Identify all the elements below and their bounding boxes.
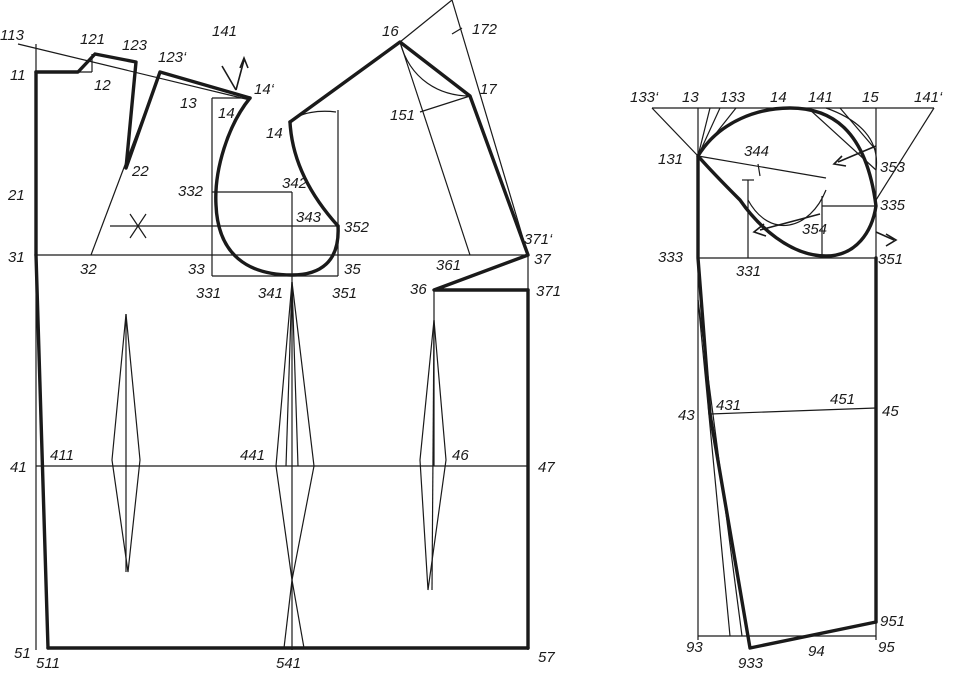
label-32: 32 [80, 261, 97, 278]
label-371: 371 [536, 283, 561, 300]
label-14-front: 14 [218, 105, 235, 122]
label-343: 343 [296, 209, 322, 226]
label-411: 411 [50, 447, 74, 464]
label-151: 151 [390, 107, 415, 124]
label-12: 12 [94, 77, 111, 94]
label-344: 344 [744, 143, 769, 160]
label-333: 333 [658, 249, 684, 266]
label-351-sleeve: 351 [878, 251, 903, 268]
label-35: 35 [344, 261, 361, 278]
label-16: 16 [382, 23, 399, 40]
label-352: 352 [344, 219, 370, 236]
label-43: 43 [678, 407, 695, 424]
label-172: 172 [472, 21, 498, 38]
label-51: 51 [14, 645, 31, 662]
label-342: 342 [282, 175, 308, 192]
label-13: 13 [180, 95, 197, 112]
label-21: 21 [7, 187, 25, 204]
sleeve-outline [696, 106, 898, 650]
label-57: 57 [538, 649, 555, 666]
label-123-prime: 123‘ [158, 49, 187, 66]
label-94: 94 [808, 643, 825, 660]
label-431: 431 [716, 397, 741, 414]
label-141-sleeve: 141 [808, 89, 833, 106]
label-335: 335 [880, 197, 906, 214]
label-133: 133 [720, 89, 746, 106]
bodice-darts [111, 281, 447, 649]
label-36: 36 [410, 281, 427, 298]
label-331-sleeve: 331 [736, 263, 761, 280]
label-141: 141 [212, 23, 237, 40]
label-14-prime: 14‘ [254, 81, 275, 98]
label-22: 22 [131, 163, 149, 180]
label-451: 451 [830, 391, 855, 408]
label-933: 933 [738, 655, 764, 672]
label-351: 351 [332, 285, 357, 302]
label-113: 113 [0, 27, 25, 44]
label-13-sleeve: 13 [682, 89, 699, 106]
label-341: 341 [258, 285, 283, 302]
label-31: 31 [8, 249, 25, 266]
label-354: 354 [802, 221, 827, 238]
sleeve-draft: 133‘ 13 133 14 141 15 141‘ 131 344 353 3… [630, 89, 943, 672]
label-133-prime: 133‘ [630, 89, 659, 106]
label-45: 45 [882, 403, 899, 420]
label-33: 33 [188, 261, 205, 278]
label-93: 93 [686, 639, 703, 656]
label-131: 131 [658, 151, 683, 168]
label-15: 15 [862, 89, 879, 106]
label-441: 441 [240, 447, 265, 464]
label-361: 361 [436, 257, 461, 274]
label-37: 37 [534, 251, 551, 268]
label-47: 47 [538, 459, 555, 476]
bodice-outline [34, 40, 530, 650]
label-46: 46 [452, 447, 469, 464]
label-141-prime: 141‘ [914, 89, 943, 106]
label-371-prime: 371‘ [524, 231, 553, 248]
bodice-labels: 113 121 123 123‘ 141 16 172 11 12 14‘ 17… [0, 21, 561, 672]
label-14-back: 14 [266, 125, 283, 142]
label-123: 123 [122, 37, 148, 54]
label-14-sleeve: 14 [770, 89, 787, 106]
sleeve-labels: 133‘ 13 133 14 141 15 141‘ 131 344 353 3… [630, 89, 943, 672]
label-17: 17 [480, 81, 497, 98]
sleeve-construction-lines [651, 107, 935, 640]
label-41: 41 [10, 459, 27, 476]
bodice-draft: 113 121 123 123‘ 141 16 172 11 12 14‘ 17… [0, 0, 561, 672]
label-11: 11 [10, 67, 26, 84]
label-353: 353 [880, 159, 906, 176]
label-332: 332 [178, 183, 204, 200]
label-331: 331 [196, 285, 221, 302]
label-121: 121 [80, 31, 105, 48]
label-511: 511 [36, 655, 60, 672]
label-951: 951 [880, 613, 905, 630]
label-95: 95 [878, 639, 895, 656]
label-541: 541 [276, 655, 301, 672]
